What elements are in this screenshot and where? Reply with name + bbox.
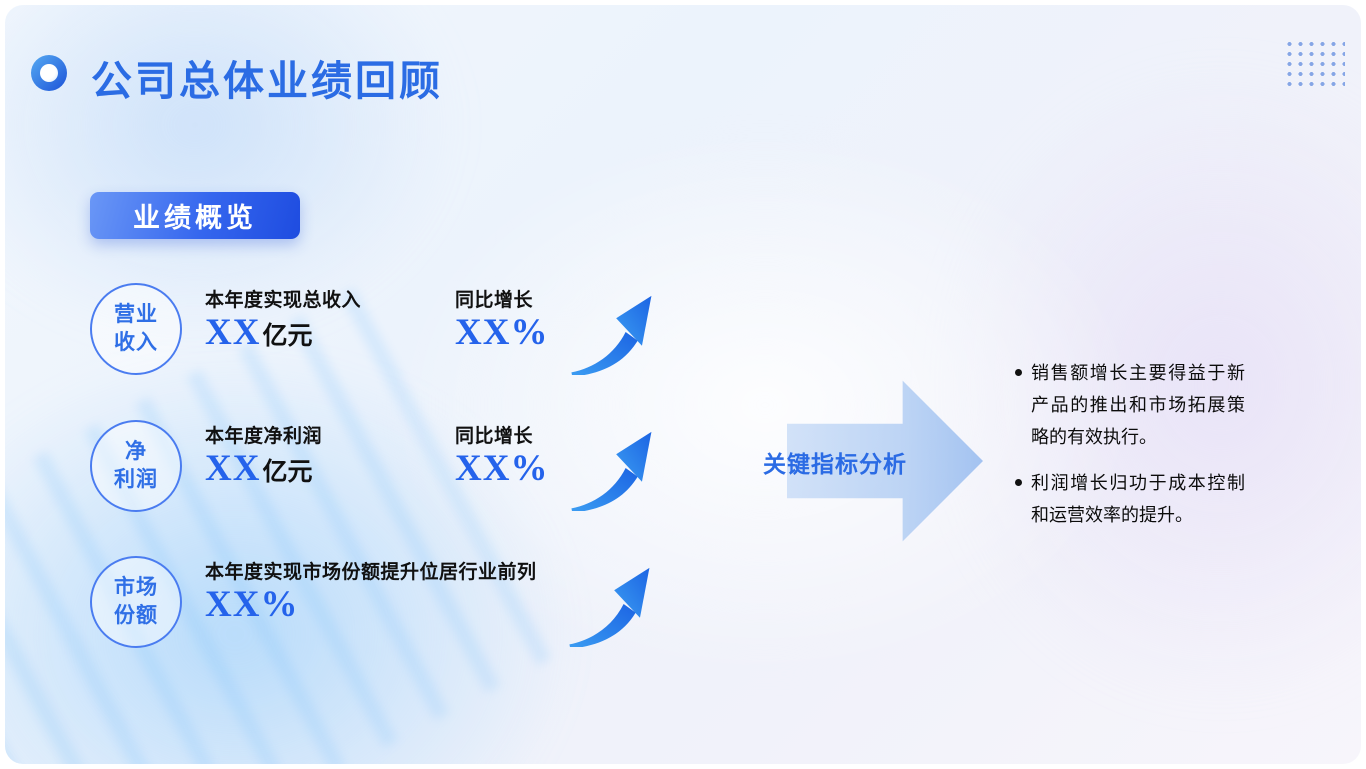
metric-desc: 本年度实现市场份额提升位居行业前列 [205, 562, 537, 583]
growth-arrow-icon [571, 431, 652, 511]
metric-unit: 亿元 [262, 322, 313, 350]
metric-circle-revenue: 营业 收入 [90, 283, 182, 375]
metric-value-line: XX% [205, 583, 298, 626]
metric-circle-label-line1: 市场 [114, 575, 158, 599]
metric-circle-market-share: 市场 份额 [90, 556, 182, 648]
metric-value-line: XX 亿元 [205, 447, 312, 490]
growth-value: XX% [455, 312, 549, 353]
metric-unit: 亿元 [262, 458, 313, 486]
metric-desc: 本年度实现总收入 [205, 290, 362, 311]
page-title: 公司总体业绩回顾 [91, 58, 443, 104]
metric-circle-label-line2: 份额 [114, 604, 158, 627]
growth-value-line: XX% [455, 447, 548, 490]
metric-circle-label-line1: 净 [125, 439, 147, 463]
metric-circle-label-line1: 营业 [114, 302, 158, 326]
key-analysis-label: 关键指标分析 [763, 451, 907, 477]
metric-circle-profit: 净 利润 [90, 420, 182, 512]
analysis-bullet: 销售额增长主要得益于新产品的推出和市场拓展策略的有效执行。 [1013, 357, 1245, 453]
metric-value: XX% [205, 584, 299, 625]
metric-circle-label-line2: 收入 [114, 331, 158, 354]
metric-value: XX [205, 312, 261, 353]
slide-logo-icon [31, 55, 67, 91]
slide-background: 公司总体业绩回顾 业绩概览 营业 收入 本年度实现总收入 XX 亿元 同比增长 … [5, 5, 1361, 764]
section-badge: 业绩概览 [90, 192, 300, 239]
analysis-bullet: 利润增长归功于成本控制和运营效率的提升。 [1013, 467, 1245, 531]
growth-arrow-icon [569, 567, 650, 647]
metric-value-line: XX 亿元 [205, 311, 312, 354]
analysis-bullet-list: 销售额增长主要得益于新产品的推出和市场拓展策略的有效执行。 利润增长归功于成本控… [1013, 357, 1245, 545]
growth-label: 同比增长 [455, 290, 534, 311]
growth-arrow-icon [571, 295, 652, 375]
metric-value: XX [205, 448, 261, 489]
metric-circle-label-line2: 利润 [114, 468, 158, 491]
growth-value: XX% [455, 448, 549, 489]
growth-value-line: XX% [455, 311, 548, 354]
growth-label: 同比增长 [455, 426, 534, 447]
dots-grid-icon [1282, 37, 1345, 87]
metric-desc: 本年度净利润 [205, 426, 323, 447]
key-analysis-flow-arrow [787, 380, 983, 542]
